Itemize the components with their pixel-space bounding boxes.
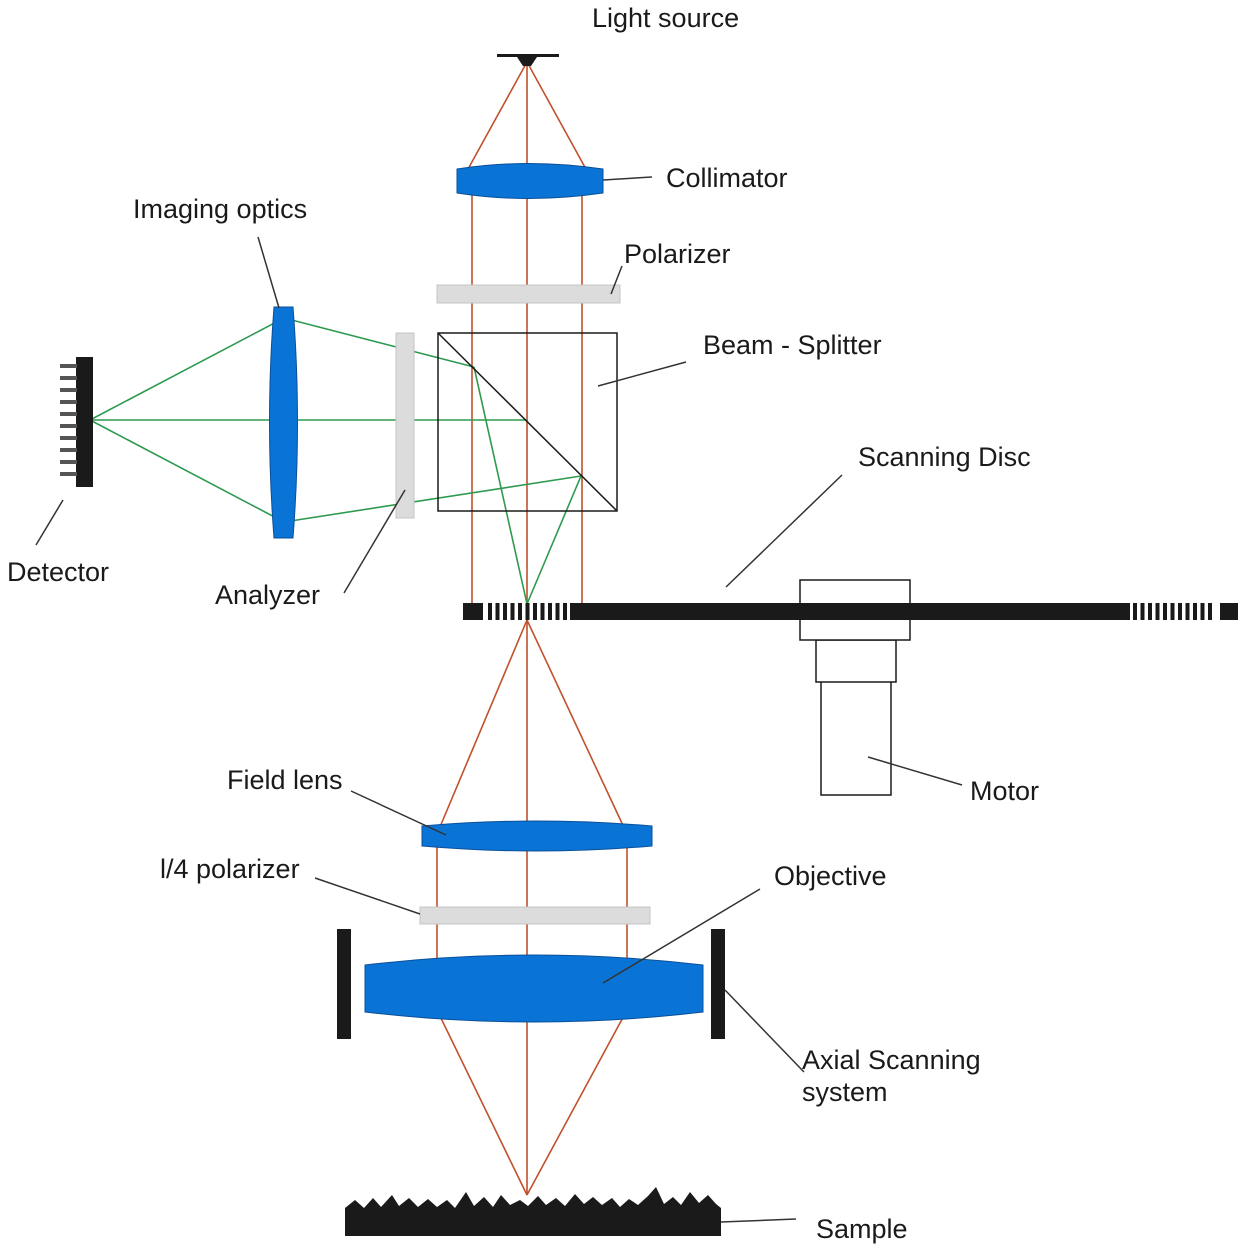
label-polarizer: Polarizer [624,239,731,269]
field-lens [421,820,653,852]
disc-segment [1155,603,1160,620]
label-analyzer: Analyzer [215,580,320,610]
leader-lines [35,176,963,1223]
polarizer-plate [436,284,621,304]
disc-segment [1140,603,1145,620]
disc-segment [563,603,567,620]
detector-pin [60,460,77,464]
label-field-lens: Field lens [227,765,343,795]
disc-segment [1193,603,1197,620]
detector-pin [60,448,77,452]
detector-pin [60,376,77,380]
illumination-rays [436,61,628,1196]
disc-segment [1133,603,1137,620]
label-light-source: Light source [592,3,739,33]
detector-pin [60,388,77,392]
light-source-icon [497,54,559,66]
disc-segment [540,603,545,620]
disc-segment [1148,603,1152,620]
analyzer-plate [395,332,415,519]
disc-segment [548,603,552,620]
collimator-lens [456,163,604,199]
label-motor: Motor [970,776,1039,806]
disc-segment [1163,603,1167,620]
detector-pin [60,412,77,416]
detector-icon [60,357,93,487]
label-beam-splitter: Beam - Splitter [703,330,882,360]
disc-segment [1220,603,1238,620]
detector-pin [60,472,77,476]
motor-icon [799,579,911,796]
imaging-rays [89,317,582,605]
label-axial-scanning-line1: Axial Scanning [802,1045,981,1075]
quarter-wave-plate [419,906,651,925]
disc-segment [488,603,492,620]
beam-splitter-cube [437,332,618,512]
disc-segment [555,603,560,620]
disc-segment [503,603,507,620]
detector-pin [60,364,77,368]
disc-segment [1185,603,1190,620]
label-objective: Objective [774,861,887,891]
disc-segment [525,603,530,620]
disc-segment [518,603,522,620]
label-quarter-wave-polarizer: l/4 polarizer [160,854,300,884]
objective-lens [364,954,704,1023]
label-imaging-optics: Imaging optics [133,194,307,224]
label-collimator: Collimator [666,163,788,193]
detector-pin [60,400,77,404]
disc-segment [533,603,537,620]
label-axial-scanning-line2: system [802,1077,888,1107]
sample-surface [345,1187,721,1236]
disc-segment [510,603,515,620]
label-sample: Sample [816,1214,908,1244]
disc-segment [1170,603,1175,620]
label-scanning-disc: Scanning Disc [858,442,1031,472]
disc-segment [1200,603,1205,620]
disc-segment [463,603,483,620]
detector-pin [60,436,77,440]
imaging-optics-lens [269,306,298,539]
axial-scanner-right-bar [711,929,725,1039]
detector-pin [60,424,77,428]
axial-scanner-left-bar [337,929,351,1039]
disc-segment [495,603,500,620]
label-detector: Detector [7,557,109,587]
disc-segment [1208,603,1212,620]
disc-segment [1178,603,1182,620]
